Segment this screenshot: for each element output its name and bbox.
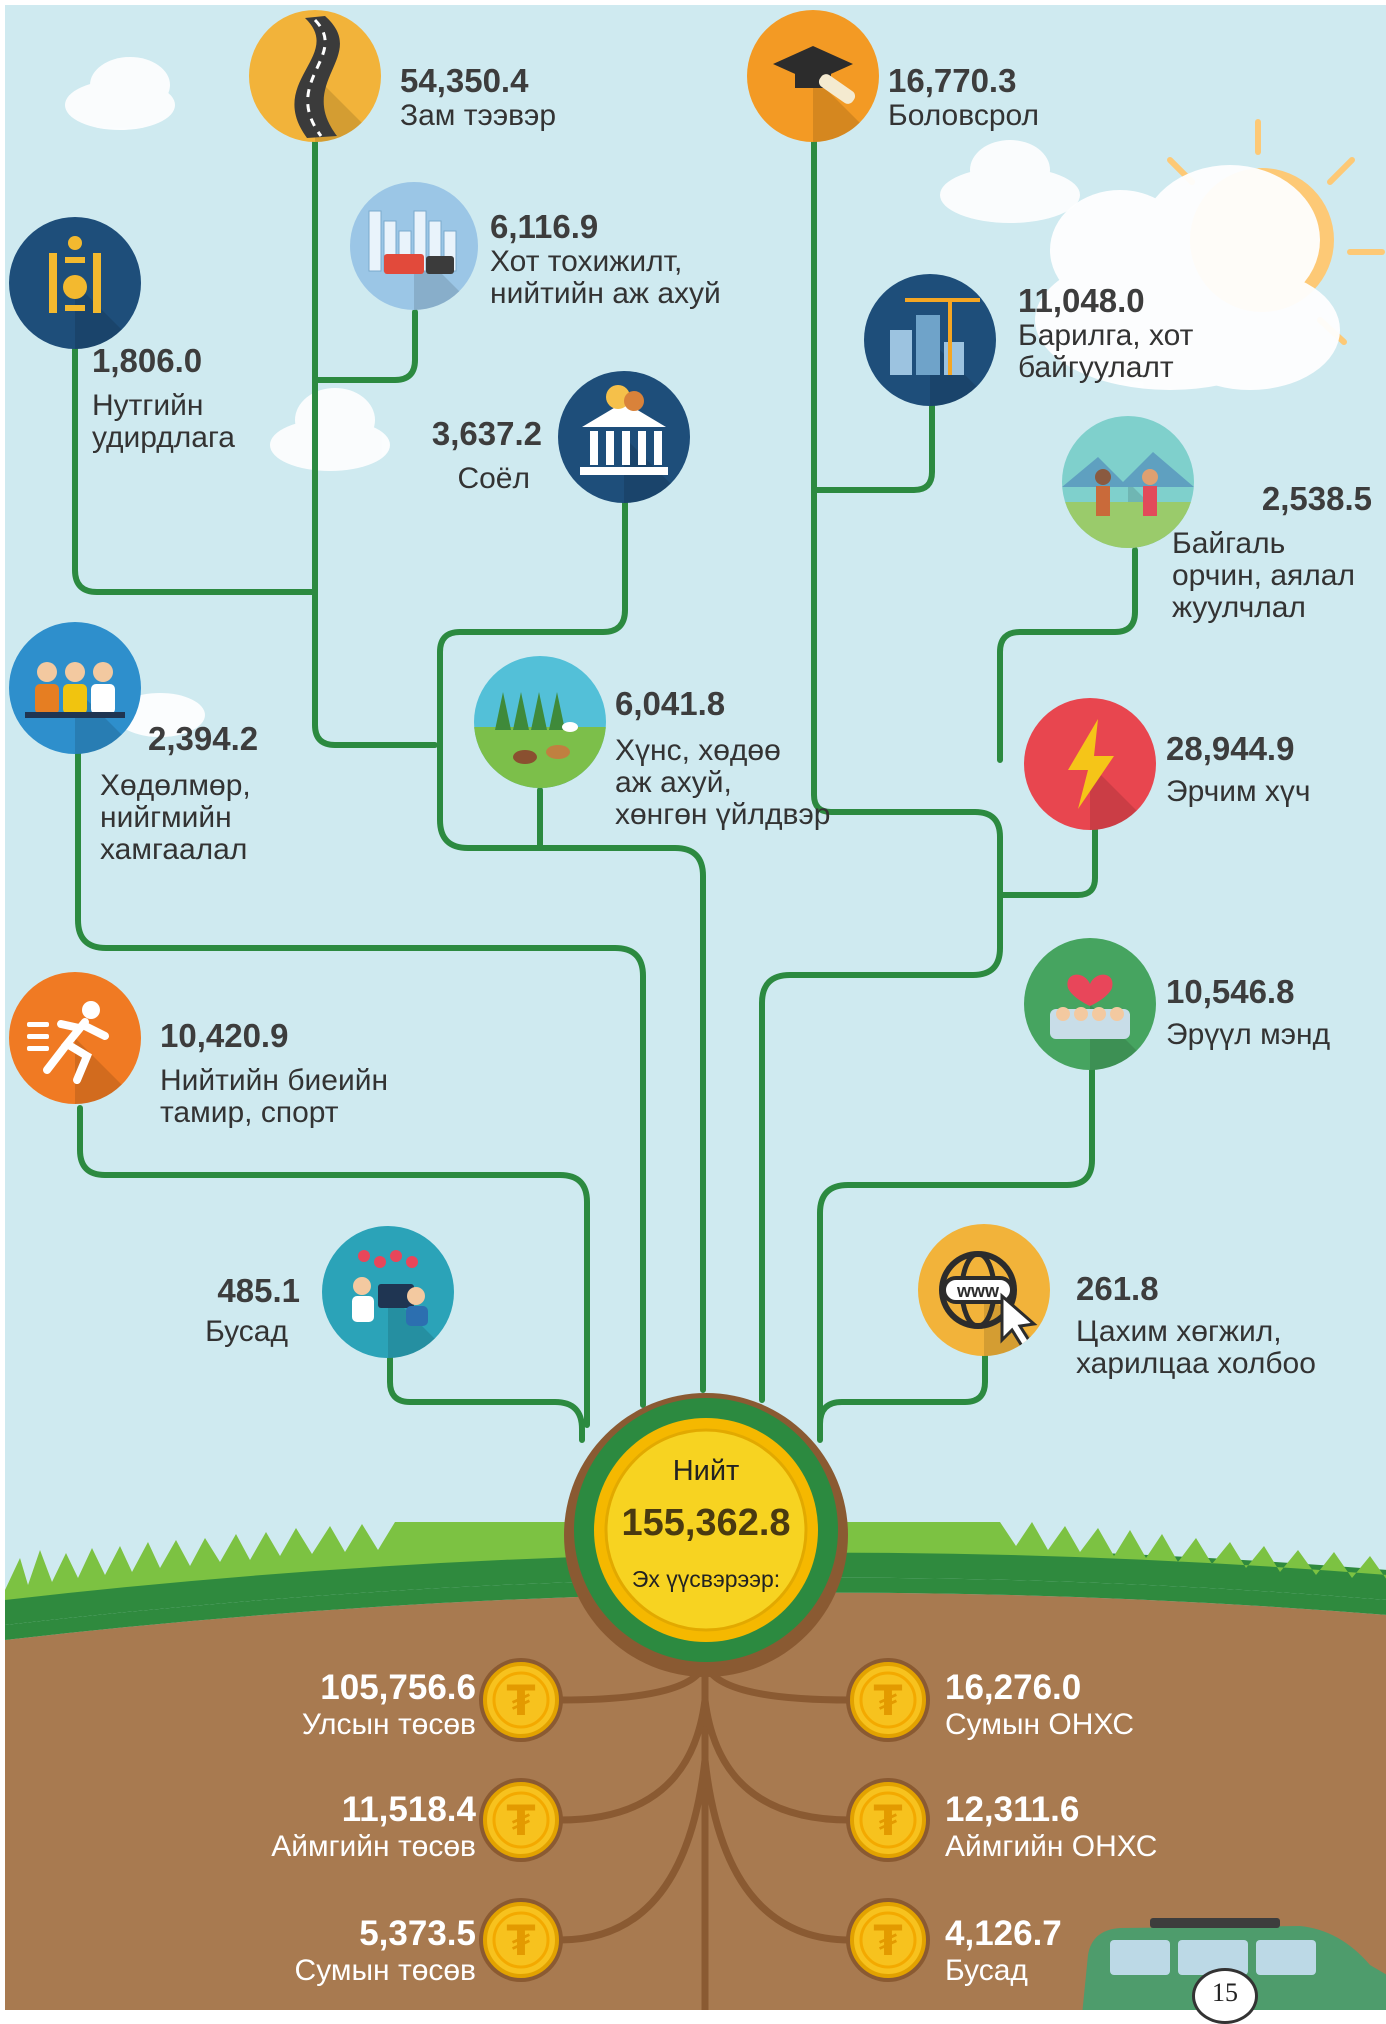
svg-text:₮: ₮ — [873, 1796, 902, 1845]
coin-icon: ₮ — [846, 1658, 930, 1742]
svg-text:₮: ₮ — [506, 1676, 535, 1725]
label-sport: 10,420.9 Нийтийн биеийн тамир, спорт — [160, 1017, 388, 1129]
svg-text:www: www — [956, 1281, 1000, 1301]
total-circle — [564, 1393, 848, 1677]
label-environment: 2,538.5 Байгаль орчин, аялал жуулчлал — [1172, 480, 1372, 624]
sector-name: Соёл — [457, 462, 530, 495]
sector-name: Нутгийн удирдлага — [92, 389, 235, 454]
sector-value: 1,806.0 — [92, 342, 203, 379]
office-workers-icon — [322, 1226, 454, 1358]
tree-roots — [536, 1656, 874, 2010]
sector-value: 261.8 — [1076, 1270, 1159, 1307]
label-health: 10,546.8 Эрүүл мэнд — [1166, 973, 1330, 1051]
grass-blades — [5, 1522, 1386, 1600]
label-other: 485.1 Бусад — [180, 1272, 300, 1348]
coin-icon: ₮ — [846, 1778, 930, 1862]
workers-icon — [9, 622, 141, 754]
sector-value: 2,394.2 — [148, 720, 259, 757]
lightning-icon — [1024, 698, 1156, 830]
coin-icon: ₮ — [479, 1898, 563, 1982]
sector-value: 28,944.9 — [1166, 730, 1295, 767]
source-state-budget: 105,756.6 Улсын төсөв — [170, 1668, 476, 1742]
source-aimag-ldf: 12,311.6 Аймгийн ОНХС — [945, 1790, 1157, 1864]
label-construction: 11,048.0 Барилга, хот байгуулалт — [1018, 282, 1193, 384]
sector-value: 54,350.4 — [400, 62, 529, 99]
source-aimag-budget: 11,518.4 Аймгийн төсөв — [170, 1790, 476, 1864]
coin-icon: ₮ — [479, 1658, 563, 1742]
source-value: 105,756.6 — [320, 1668, 476, 1707]
label-local-gov: 1,806.0 Нутгийн удирдлага — [92, 342, 235, 454]
sector-name: Цахим хөгжил, харилцаа холбоо — [1076, 1315, 1316, 1380]
tree-branches — [72, 137, 1138, 1443]
sector-name: Бусад — [205, 1315, 288, 1348]
source-value: 5,373.5 — [359, 1914, 476, 1953]
sector-name: Нийтийн биеийн тамир, спорт — [160, 1064, 389, 1129]
sector-name: Эрүүл мэнд — [1166, 1018, 1331, 1051]
source-soum-budget: 5,373.5 Сумын төсөв — [170, 1914, 476, 1988]
total-value: 155,362.8 — [621, 1502, 791, 1544]
source-soum-ldf: 16,276.0 Сумын ОНХС — [945, 1668, 1134, 1742]
source-value: 11,518.4 — [341, 1790, 476, 1829]
label-education: 16,770.3 Боловсрол — [888, 62, 1039, 132]
sector-name: Хөдөлмөр, нийгмийн хамгаалал — [100, 769, 251, 866]
sector-value: 6,041.8 — [615, 685, 726, 722]
family-health-icon — [1024, 938, 1156, 1070]
sector-value: 3,637.2 — [431, 415, 542, 452]
label-labor: 2,394.2 Хөдөлмөр, нийгмийн хамгаалал — [100, 720, 258, 866]
sector-name: Хүнс, хөдөө аж ахуй, хөнгөн үйлдвэр — [615, 734, 831, 831]
label-digital: 261.8 Цахим хөгжил, харилцаа холбоо — [1076, 1270, 1316, 1380]
sector-value: 485.1 — [217, 1272, 300, 1309]
graduation-cap-icon — [747, 10, 879, 142]
sector-value: 11,048.0 — [1018, 282, 1145, 319]
city-vehicles-icon — [350, 182, 478, 310]
globe-www-icon: www — [918, 1224, 1050, 1356]
soyombo-emblem-icon — [9, 217, 141, 349]
source-name: Аймгийн төсөв — [271, 1830, 476, 1863]
label-road: 54,350.4 Зам тээвэр — [400, 62, 556, 132]
theater-icon — [558, 371, 690, 503]
source-name: Бусад — [945, 1954, 1028, 1987]
sector-name: Зам тээвэр — [400, 99, 557, 132]
sector-value: 10,420.9 — [160, 1017, 289, 1054]
car-illustration — [1082, 1918, 1386, 2010]
road-icon — [249, 10, 381, 142]
svg-text:₮: ₮ — [873, 1916, 902, 1965]
source-name: Улсын төсөв — [301, 1708, 476, 1741]
total-label: Нийт — [672, 1455, 740, 1487]
sector-name: Байгаль орчин, аялал жуулчлал — [1172, 527, 1355, 624]
source-name: Сумын төсөв — [294, 1954, 476, 1987]
source-other: 4,126.7 Бусад — [945, 1914, 1062, 1988]
source-value: 12,311.6 — [945, 1790, 1080, 1829]
svg-text:₮: ₮ — [873, 1676, 902, 1725]
runner-icon — [9, 972, 141, 1104]
sector-name: Хот тохижилт, нийтийн аж ахуй — [490, 245, 721, 310]
sector-name: Боловсрол — [888, 99, 1040, 132]
construction-crane-icon — [864, 274, 996, 406]
source-value: 4,126.7 — [945, 1914, 1062, 1953]
svg-text:₮: ₮ — [506, 1916, 535, 1965]
coin-icon: ₮ — [479, 1778, 563, 1862]
sector-value: 6,116.9 — [490, 208, 599, 245]
sector-name: Эрчим хүч — [1166, 775, 1311, 808]
sources-label: Эх үүсвэрээр: — [631, 1566, 781, 1592]
sector-value: 2,538.5 — [1261, 480, 1372, 517]
label-urban: 6,116.9 Хот тохижилт, нийтийн аж ахуй — [490, 208, 721, 310]
label-culture: 3,637.2 Соёл — [380, 415, 542, 495]
svg-text:₮: ₮ — [506, 1796, 535, 1845]
sector-name: Барилга, хот байгуулалт — [1018, 319, 1194, 384]
sector-value: 16,770.3 — [888, 62, 1017, 99]
source-name: Аймгийн ОНХС — [945, 1830, 1158, 1863]
source-name: Сумын ОНХС — [945, 1708, 1135, 1741]
label-energy: 28,944.9 Эрчим хүч — [1166, 730, 1311, 808]
cloud-decoration — [65, 57, 1340, 737]
coin-icon: ₮ — [846, 1898, 930, 1982]
page-number: 15 — [1192, 1968, 1258, 2024]
label-agriculture: 6,041.8 Хүнс, хөдөө аж ахуй, хөнгөн үйлд… — [615, 685, 830, 831]
sector-value: 10,546.8 — [1166, 973, 1295, 1010]
source-value: 16,276.0 — [945, 1668, 1082, 1707]
